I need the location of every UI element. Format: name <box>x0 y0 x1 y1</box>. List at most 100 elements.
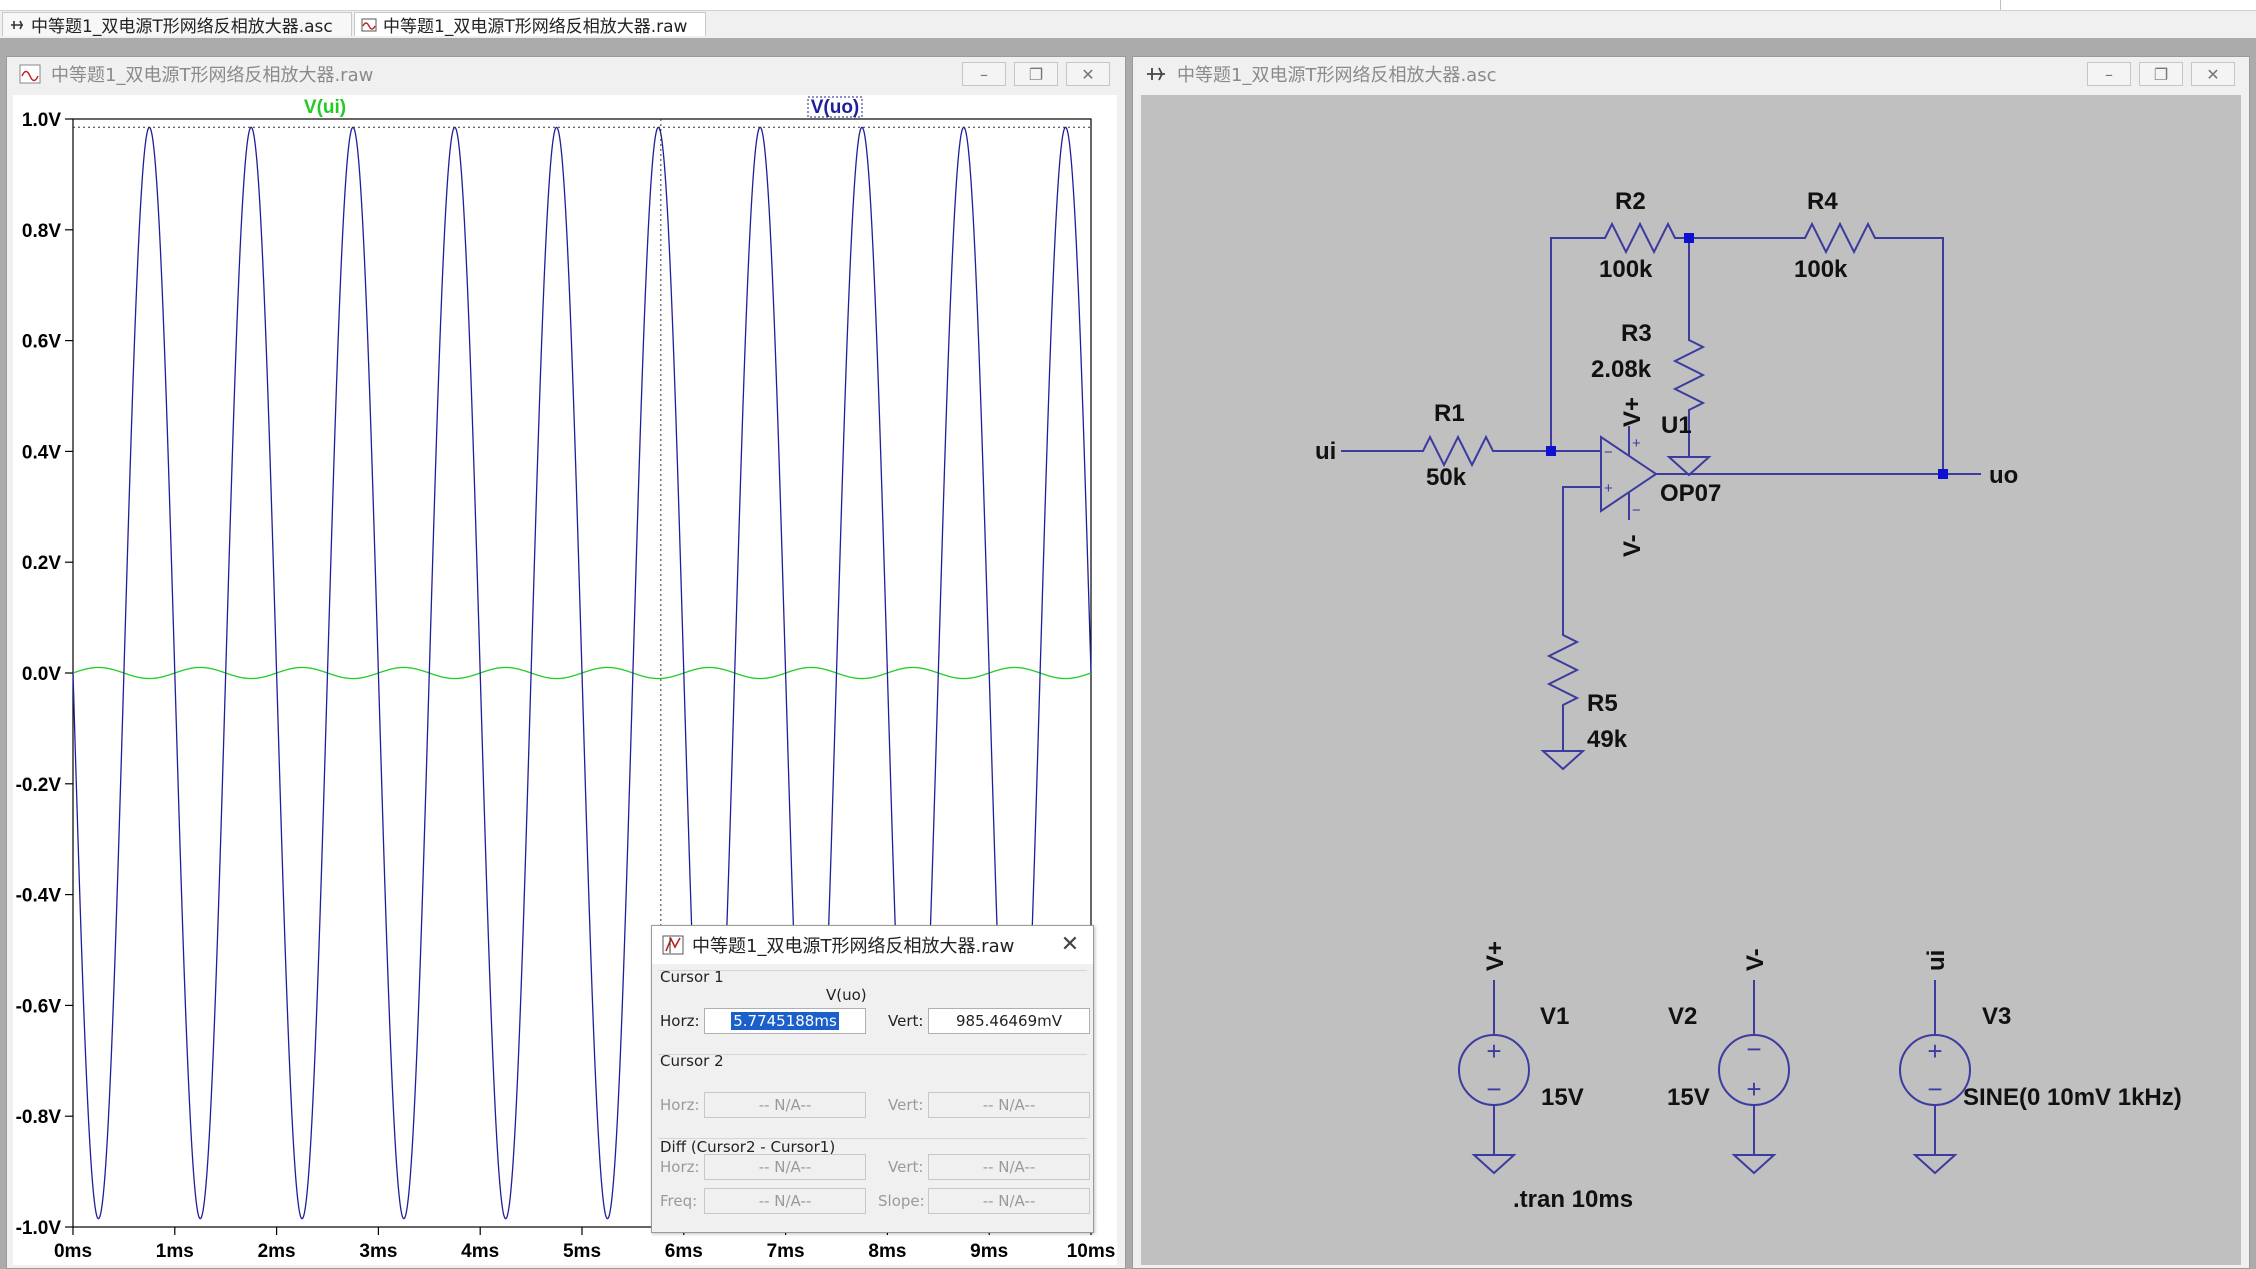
y-tick-label: -0.4V <box>16 886 62 907</box>
r1-value[interactable]: 50k <box>1426 464 1467 491</box>
waveform-icon <box>361 18 377 31</box>
r2-value[interactable]: 100k <box>1599 256 1653 283</box>
close-icon: ✕ <box>1081 64 1095 84</box>
minimize-button[interactable]: – <box>962 62 1006 86</box>
opamp-vminus-label[interactable]: V- <box>1619 534 1646 557</box>
schematic-window-title: 中等题1_双电源T形网络反相放大器.asc <box>1177 65 1497 86</box>
net-label-ui[interactable]: ui <box>1315 438 1336 465</box>
close-button[interactable]: ✕ <box>2191 62 2235 86</box>
y-tick-label: -0.6V <box>16 996 62 1017</box>
restore-button[interactable]: ❐ <box>2139 62 2183 86</box>
r4-value[interactable]: 100k <box>1794 256 1848 283</box>
diff-horz-field: -- N/A-- <box>704 1154 866 1180</box>
v3-plus: + <box>1927 1036 1942 1066</box>
opamp-inv-sign: − <box>1604 444 1613 461</box>
v2-value[interactable]: 15V <box>1667 1084 1710 1111</box>
cursor-icon <box>662 935 684 955</box>
node-t-junction <box>1684 233 1694 243</box>
r5-name[interactable]: R5 <box>1587 690 1618 717</box>
v3-net-label[interactable]: ui <box>1923 950 1950 971</box>
v3-name[interactable]: V3 <box>1982 1003 2011 1030</box>
x-tick-label: 4ms <box>461 1241 499 1262</box>
schematic-canvas[interactable]: + − − + + − − + + − ui uo <box>1141 95 2241 1265</box>
r3-value[interactable]: 2.08k <box>1591 356 1652 383</box>
r3-name[interactable]: R3 <box>1621 320 1652 347</box>
v1-net-label[interactable]: V+ <box>1482 941 1509 971</box>
close-button[interactable]: ✕ <box>1066 62 1110 86</box>
schematic-window-titlebar[interactable]: 中等题1_双电源T形网络反相放大器.asc <box>1133 57 2249 91</box>
tab-waveform[interactable]: 中等题1_双电源T形网络反相放大器.raw <box>354 12 706 37</box>
source-polarity: + − − + + − <box>1486 1034 1942 1104</box>
schematic-window: 中等题1_双电源T形网络反相放大器.asc – ❐ ✕ <box>1132 56 2250 1269</box>
waveform-icon <box>19 64 41 84</box>
horz-label: Horz: <box>660 1012 700 1030</box>
cursor-dialog-titlebar[interactable]: 中等题1_双电源T形网络反相放大器.raw ✕ <box>652 926 1093 964</box>
pin-signs: + − − + <box>1604 435 1641 519</box>
y-tick-label: 0.8V <box>22 221 61 242</box>
cursor2-vert-field: -- N/A-- <box>928 1092 1090 1118</box>
trace-label-vui[interactable]: V(ui) <box>304 97 346 118</box>
cursor2-horz-field: -- N/A-- <box>704 1092 866 1118</box>
slope-label: Slope: <box>878 1192 925 1210</box>
v2-net-label[interactable]: V- <box>1742 948 1769 971</box>
diff-label: Diff (Cursor2 - Cursor1) <box>660 1138 836 1156</box>
r1-name[interactable]: R1 <box>1434 400 1465 427</box>
y-tick-label: 1.0V <box>22 110 61 131</box>
v2-plus: + <box>1746 1074 1761 1104</box>
close-icon[interactable]: ✕ <box>1060 932 1080 957</box>
restore-icon: ❐ <box>2153 64 2169 84</box>
restore-button[interactable]: ❐ <box>1014 62 1058 86</box>
x-tick-label: 2ms <box>258 1241 296 1262</box>
x-tick-label: 3ms <box>359 1241 397 1262</box>
v2-name[interactable]: V2 <box>1668 1003 1697 1030</box>
divider <box>658 1138 1087 1139</box>
x-tick-label: 9ms <box>970 1241 1008 1262</box>
cursor1-label: Cursor 1 <box>660 968 724 986</box>
diff-freq-field: -- N/A-- <box>704 1188 866 1214</box>
tab-waveform-label: 中等题1_双电源T形网络反相放大器.raw <box>383 17 688 37</box>
cursor2-label: Cursor 2 <box>660 1052 724 1070</box>
minimize-button[interactable]: – <box>2087 62 2131 86</box>
opamp-vplus-label[interactable]: V+ <box>1619 397 1646 427</box>
r2-name[interactable]: R2 <box>1615 188 1646 215</box>
node-inverting <box>1546 446 1556 456</box>
cursor-dialog-title: 中等题1_双电源T形网络反相放大器.raw <box>692 936 1015 957</box>
tab-schematic[interactable]: 中等题1_双电源T形网络反相放大器.asc <box>2 12 352 37</box>
diff-horz-label: Horz: <box>660 1158 700 1176</box>
v1-name[interactable]: V1 <box>1540 1003 1569 1030</box>
opamp-vplus-sign: + <box>1632 435 1641 452</box>
cursor-trace-name: V(uo) <box>826 986 867 1004</box>
v1-value[interactable]: 15V <box>1541 1084 1584 1111</box>
opamp-vminus-sign: − <box>1632 502 1641 519</box>
net-label-uo[interactable]: uo <box>1989 462 2018 489</box>
y-tick-label: 0.4V <box>22 442 61 463</box>
waveform-window-titlebar[interactable]: 中等题1_双电源T形网络反相放大器.raw <box>7 57 1125 91</box>
r4-name[interactable]: R4 <box>1807 188 1838 215</box>
x-tick-label: 6ms <box>665 1241 703 1262</box>
x-tick-label: 0ms <box>54 1241 92 1262</box>
x-tick-label: 10ms <box>1067 1241 1116 1262</box>
u1-name[interactable]: U1 <box>1661 412 1692 439</box>
vert-label: Vert: <box>888 1012 924 1030</box>
trace-label-vuo[interactable]: V(uo) <box>811 97 860 118</box>
wires <box>1341 221 1981 1175</box>
v3-value[interactable]: SINE(0 10mV 1kHz) <box>1963 1084 2182 1111</box>
diff-slope-field: -- N/A-- <box>928 1188 1090 1214</box>
title-strip <box>0 0 2256 11</box>
schematic-icon <box>11 20 23 29</box>
cursor1-horz-field[interactable]: 5.7745188ms <box>704 1008 866 1034</box>
schematic-background <box>1141 95 2241 1265</box>
minimize-icon: – <box>980 64 988 84</box>
y-tick-label: -1.0V <box>16 1218 62 1239</box>
restore-icon: ❐ <box>1028 64 1044 84</box>
cursor1-vert-field[interactable]: 985.46469mV <box>928 1008 1090 1034</box>
cursor-dialog: 中等题1_双电源T形网络反相放大器.raw ✕ Cursor 1 V(uo) H… <box>651 925 1094 1233</box>
v1-plus: + <box>1486 1036 1501 1066</box>
tran-directive[interactable]: .tran 10ms <box>1513 1186 1633 1213</box>
junction-nodes <box>1546 233 1948 479</box>
v1-minus: − <box>1486 1074 1501 1104</box>
u1-model[interactable]: OP07 <box>1660 480 1721 507</box>
r5-value[interactable]: 49k <box>1587 726 1628 753</box>
